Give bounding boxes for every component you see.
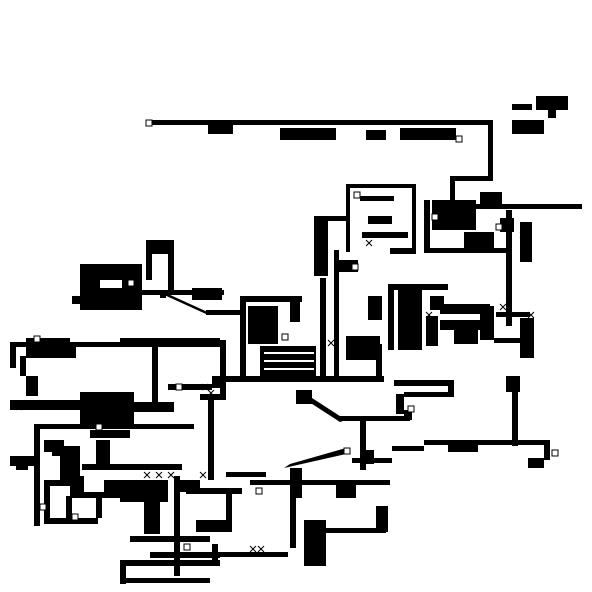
- corridors: [10, 96, 582, 584]
- stair-markers: [33, 119, 559, 551]
- door-markers: [15, 231, 535, 553]
